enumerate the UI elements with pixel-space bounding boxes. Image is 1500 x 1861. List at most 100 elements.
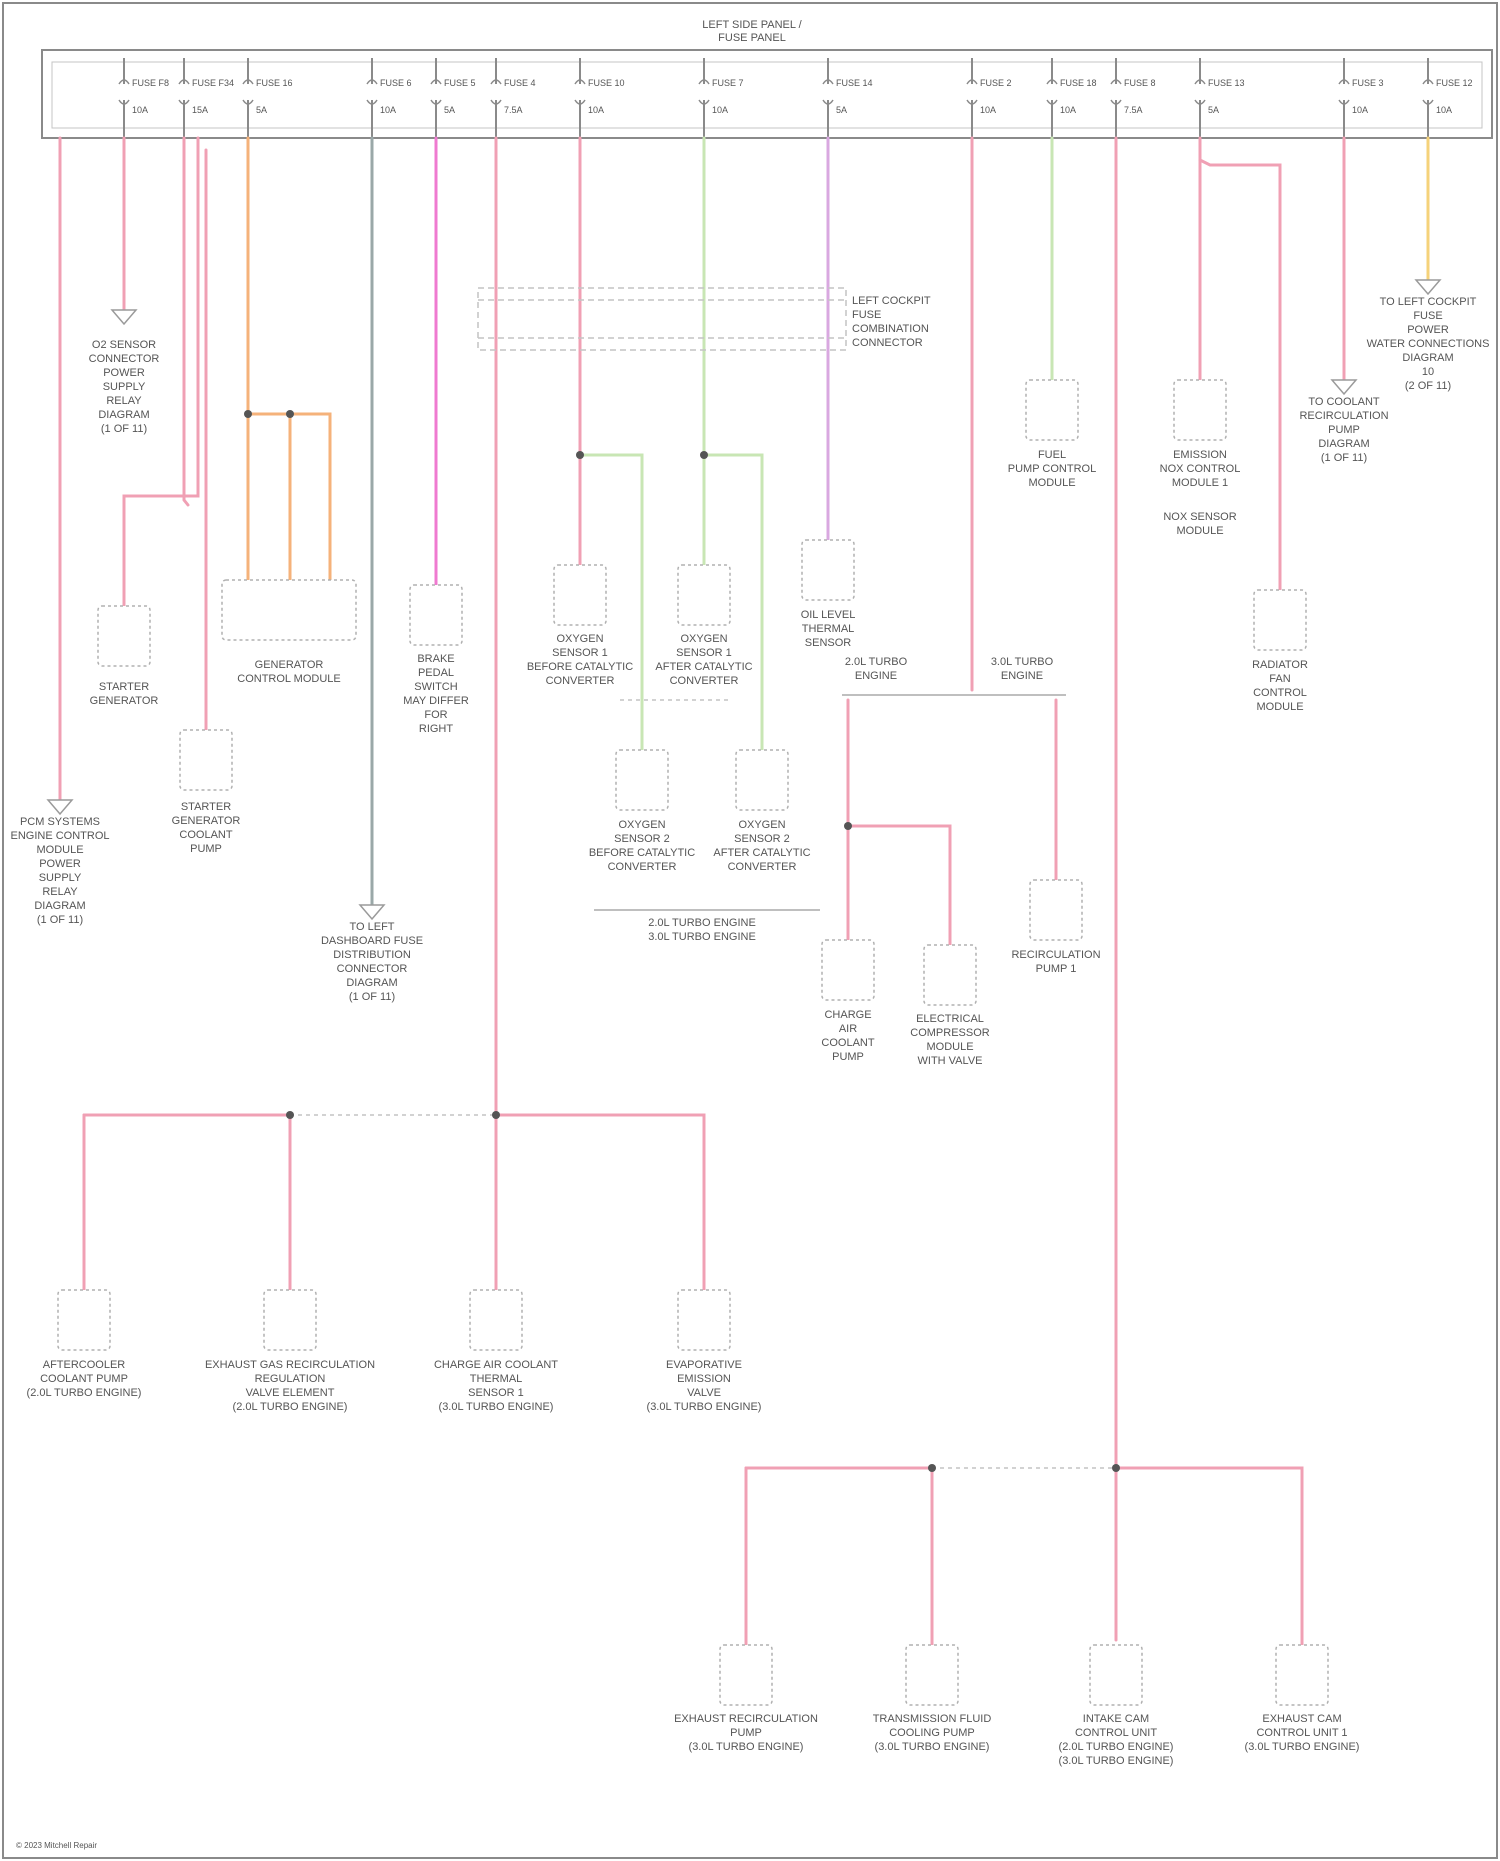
label-line: PUMP — [730, 1727, 762, 1739]
label-line: RECIRCULATION — [1299, 410, 1388, 422]
label-line: MODULE 1 — [1172, 477, 1228, 489]
label-line: SENSOR 1 — [676, 647, 732, 659]
panel-title-2: FUSE PANEL — [718, 32, 786, 44]
label-line: 10 — [1422, 366, 1434, 378]
label-o2-before2: OXYGENSENSOR 2BEFORE CATALYTICCONVERTER — [589, 819, 695, 873]
wire-compressor — [848, 826, 950, 945]
label-line: EXHAUST GAS RECIRCULATION — [205, 1359, 375, 1371]
footer-copyright: © 2023 Mitchell Repair — [16, 1841, 97, 1850]
label-line: MAY DIFFER — [403, 695, 469, 707]
fuse-label: FUSE 6 — [380, 78, 412, 88]
fuse-amp: 10A — [380, 105, 396, 115]
label-line: 2.0L TURBO ENGINE — [648, 917, 756, 929]
label-turbo-band: 2.0L TURBO ENGINE3.0L TURBO ENGINE — [648, 917, 756, 943]
label-line: MODULE — [926, 1041, 973, 1053]
o2-before-connector — [554, 565, 606, 625]
fuse-label: FUSE 18 — [1060, 78, 1097, 88]
o2-relay-arrow-icon — [112, 310, 136, 324]
label-line: STARTER — [181, 801, 231, 813]
label-line: STARTER — [99, 681, 149, 693]
radiator-connector — [1254, 590, 1306, 650]
fuse-3: FUSE 165A — [243, 58, 293, 138]
label-line: (1 OF 11) — [1321, 452, 1367, 464]
label-line: NOX CONTROL — [1160, 463, 1241, 475]
fuse-label: FUSE 14 — [836, 78, 873, 88]
label-line: OIL LEVEL — [801, 609, 856, 621]
label-line: SENSOR 2 — [734, 833, 790, 845]
fuse-6: FUSE 47.5A — [491, 58, 536, 138]
fuse-amp: 5A — [836, 105, 847, 115]
fuse-amp: 5A — [256, 105, 267, 115]
fuse-label: FUSE 3 — [1352, 78, 1384, 88]
label-starter: STARTERGENERATOR — [90, 681, 159, 707]
junction-label-2: FUSE — [852, 309, 881, 321]
label-line: CONVERTER — [728, 861, 797, 873]
junction-label-4: CONNECTOR — [852, 337, 923, 349]
label-line: ELECTRICAL — [916, 1013, 984, 1025]
label-line: AFTER CATALYTIC — [655, 661, 752, 673]
label-line: COOLANT — [821, 1037, 874, 1049]
fuse-row: FUSE F810AFUSE F3415AFUSE 165AFUSE 610AF… — [119, 58, 1473, 138]
wire-exhaust-cam — [1116, 1468, 1302, 1645]
label-line: WITH VALVE — [918, 1055, 983, 1067]
label-line: (1 OF 11) — [349, 991, 395, 1003]
label-coolant-recirc: TO COOLANTRECIRCULATIONPUMPDIAGRAM(1 OF … — [1299, 396, 1388, 464]
label-line: TRANSMISSION FLUID — [873, 1713, 992, 1725]
label-line: CONTROL UNIT 1 — [1256, 1727, 1347, 1739]
label-line: WATER CONNECTIONS — [1367, 338, 1490, 350]
label-oil-level: OIL LEVELTHERMALSENSOR — [801, 609, 856, 649]
label-compressor: ELECTRICALCOMPRESSORMODULEWITH VALVE — [910, 1013, 990, 1067]
label-line: OXYGEN — [618, 819, 665, 831]
label-line: (3.0L TURBO ENGINE) — [875, 1741, 990, 1753]
fuse-label: FUSE 5 — [444, 78, 476, 88]
label-line: ENGINE — [1001, 670, 1043, 682]
label-line: FUSE — [1413, 310, 1442, 322]
label-line: O2 SENSOR — [92, 339, 156, 351]
label-line: COOLANT — [179, 829, 232, 841]
label-line: DIAGRAM — [1318, 438, 1369, 450]
label-line: CONVERTER — [546, 675, 615, 687]
label-line: COOLANT PUMP — [40, 1373, 128, 1385]
fuse-amp: 10A — [132, 105, 148, 115]
charge-pump-connector — [822, 940, 874, 1000]
fuse-4: FUSE 6 10A — [367, 58, 412, 138]
label-line: VALVE — [687, 1387, 721, 1399]
label-line: (2 OF 11) — [1405, 380, 1451, 392]
label-line: RIGHT — [419, 723, 454, 735]
cockpit-fuse-arrow-icon — [1416, 280, 1440, 294]
label-line: PEDAL — [418, 667, 454, 679]
splice-bus-left-2 — [492, 1111, 500, 1119]
label-line: TO LEFT COCKPIT — [1380, 296, 1477, 308]
label-line: PUMP — [190, 843, 222, 855]
label-line: DASHBOARD FUSE — [321, 935, 423, 947]
fuel-ctrl-connector — [1026, 380, 1078, 440]
label-line: PUMP — [1328, 424, 1360, 436]
label-egr: EXHAUST GAS RECIRCULATION REGULATION VALVE… — [205, 1359, 375, 1413]
label-ecm-relay: PCM SYSTEMSENGINE CONTROLMODULEPOWERSUPP… — [10, 816, 109, 926]
exhaust-cam-connector — [1276, 1645, 1328, 1705]
label-line: VALVE ELEMENT — [246, 1387, 335, 1399]
label-line: RELAY — [106, 395, 142, 407]
recirc-pump-connector — [1030, 880, 1082, 940]
fuse-label: FUSE F34 — [192, 78, 234, 88]
label-line: REGULATION — [255, 1373, 326, 1385]
label-thermal: CHARGE AIR COOLANTTHERMALSENSOR 1(3.0L T… — [434, 1359, 558, 1413]
label-line: (1 OF 11) — [37, 914, 83, 926]
intake-cam-connector — [1090, 1645, 1142, 1705]
label-line: CONVERTER — [670, 675, 739, 687]
label-line: CONVERTER — [608, 861, 677, 873]
fuse-amp: 10A — [588, 105, 604, 115]
label-line: POWER — [103, 367, 145, 379]
label-intake: INTAKE CAMCONTROL UNIT(2.0L TURBO ENGINE… — [1059, 1713, 1174, 1767]
label-line: EMISSION — [677, 1373, 731, 1385]
evap-connector — [678, 1290, 730, 1350]
